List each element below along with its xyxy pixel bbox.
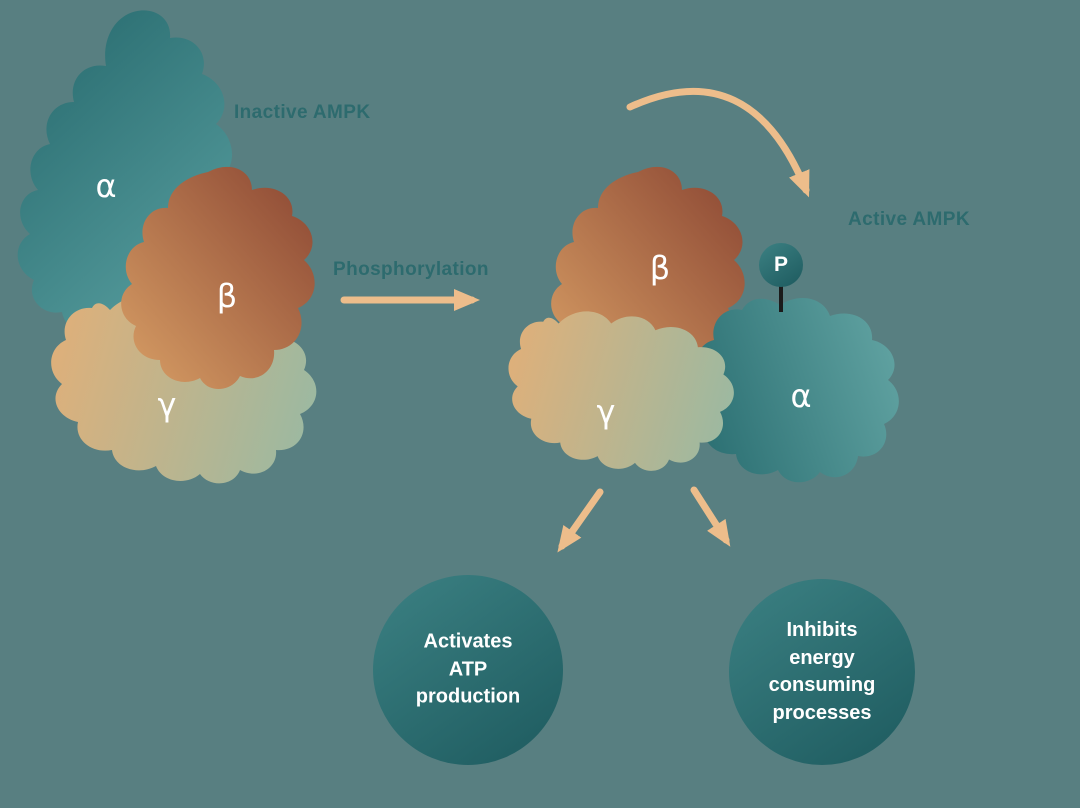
outcome-atp-production: Activates ATP production: [373, 629, 563, 712]
inactive-ampk-label: Inactive AMPK: [234, 102, 371, 123]
gamma-label-active: γ: [596, 393, 616, 431]
active-ampk-complex: [508, 166, 899, 483]
activation-curved-arrow: [626, 87, 810, 198]
outcome-line: Activates: [423, 630, 513, 653]
outcome-line: ATP: [448, 658, 488, 681]
outcome-arrow-left: [557, 488, 604, 553]
outcome-inhibits-processes: Inhibits energy consuming processes: [727, 617, 917, 727]
outcome-line: Inhibits: [786, 618, 858, 641]
outcome-arrow-right: [690, 486, 731, 547]
outcome-circle-inhibit: [729, 579, 915, 765]
beta-subunit-inactive-shape: [121, 166, 315, 390]
alpha-label-inactive: α: [95, 167, 117, 205]
outcome-line: energy: [789, 646, 855, 669]
gamma-subunit-active-shape: [508, 311, 734, 471]
active-ampk-label: Active AMPK: [848, 209, 970, 230]
inactive-ampk-complex: [17, 10, 317, 484]
phosphate-label: P: [773, 253, 789, 276]
phosphate-circle: [759, 243, 803, 287]
beta-label-active: β: [649, 249, 671, 287]
outcome-circle-atp: [373, 575, 563, 765]
outcome-line: production: [415, 685, 521, 708]
alpha-label-active: α: [790, 377, 812, 415]
outcome-line: processes: [772, 701, 872, 724]
gamma-label-inactive: γ: [157, 386, 177, 424]
alpha-subunit-active-shape: [691, 298, 899, 483]
phosphorylation-label: Phosphorylation: [333, 259, 489, 280]
beta-label-inactive: β: [216, 277, 238, 315]
outcome-line: consuming: [768, 674, 876, 696]
